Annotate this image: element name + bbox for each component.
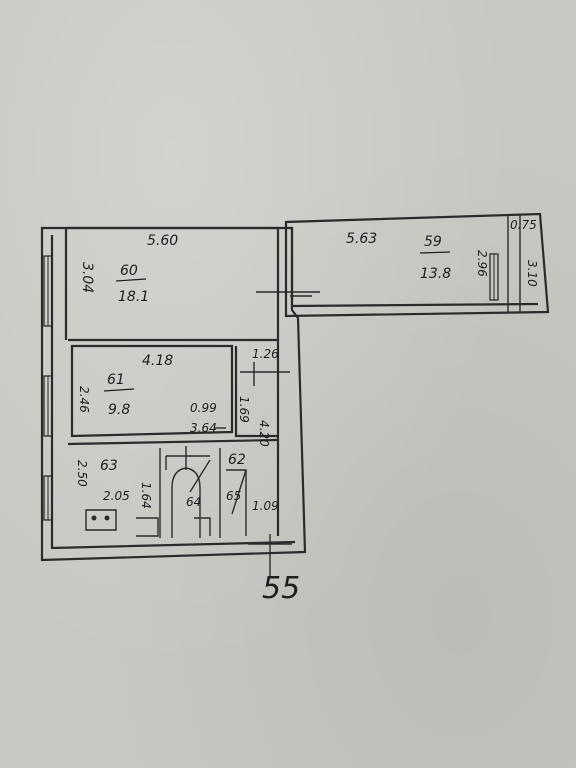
closet-area: 3.64 bbox=[190, 421, 217, 435]
room-60-width: 3.04 bbox=[79, 262, 95, 293]
room-65-number: 65 bbox=[226, 489, 241, 503]
room-64-number: 64 bbox=[186, 495, 201, 509]
door-marks bbox=[165, 280, 320, 576]
room-59-number: 59 bbox=[424, 234, 442, 250]
room-59-area: 13.8 bbox=[420, 266, 451, 282]
room-62-number: 62 bbox=[228, 452, 246, 468]
closet-dim-a: 0.99 bbox=[190, 401, 217, 415]
room-59-outer: 3.10 bbox=[525, 260, 539, 287]
dim-right: 1.09 bbox=[252, 499, 279, 513]
room-60-area: 18.1 bbox=[118, 289, 149, 305]
room-60-number: 60 bbox=[120, 263, 138, 279]
windows bbox=[43, 253, 499, 521]
room-62-dim: 4.20 bbox=[257, 420, 271, 447]
room-63-dim-b: 1.64 bbox=[139, 482, 153, 509]
room-60-length: 5.60 bbox=[147, 233, 178, 249]
room-63-dim-a: 2.05 bbox=[103, 489, 130, 503]
apartment-number: 55 bbox=[262, 571, 300, 606]
room-61-width: 2.46 bbox=[77, 386, 91, 413]
room-61-area: 9.8 bbox=[108, 402, 130, 418]
room-59-length: 5.63 bbox=[346, 231, 377, 247]
room-61-length: 4.18 bbox=[142, 353, 173, 369]
interior-walls bbox=[64, 226, 280, 538]
closet-dim-b: 1.69 bbox=[237, 396, 251, 423]
room-63-dim-left: 2.50 bbox=[75, 460, 89, 487]
outer-walls bbox=[40, 212, 550, 562]
closet-top-dim: 1.26 bbox=[252, 347, 279, 361]
room-59-corner: 0.75 bbox=[510, 218, 537, 232]
room-59-width: 2.96 bbox=[475, 250, 489, 277]
room-63-number: 63 bbox=[100, 458, 118, 474]
room-61-number: 61 bbox=[107, 372, 125, 388]
